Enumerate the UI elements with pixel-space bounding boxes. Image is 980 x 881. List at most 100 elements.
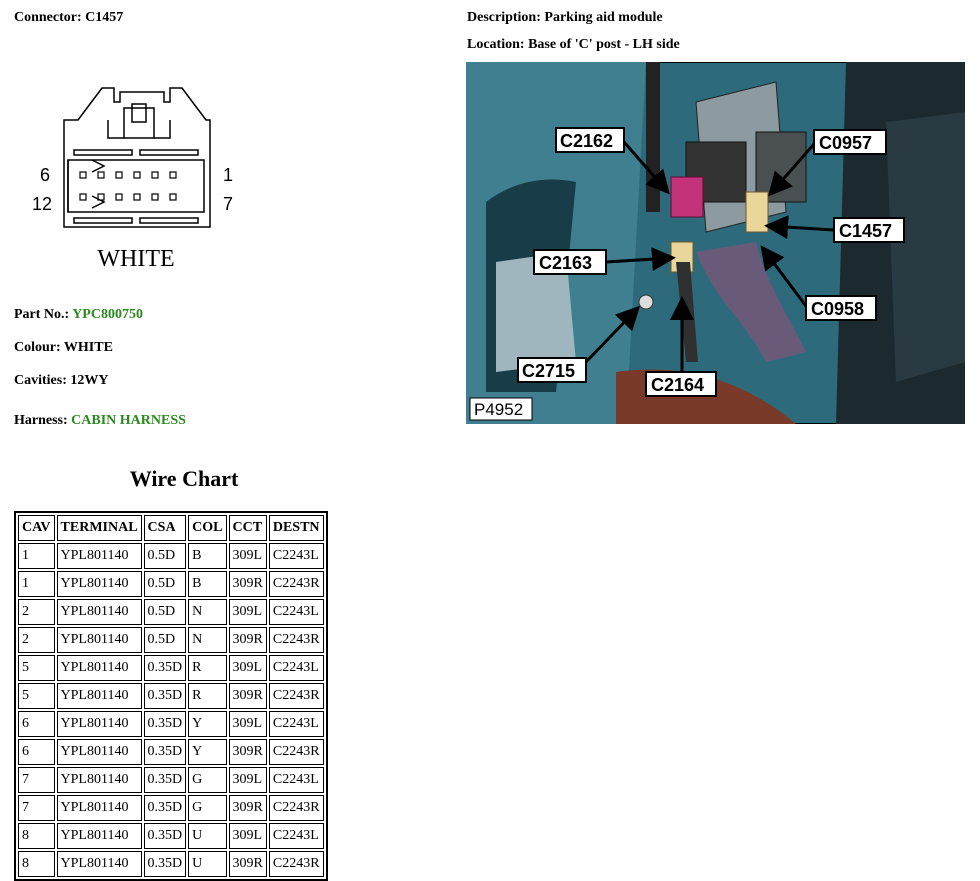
table-cell-terminal: YPL801140 bbox=[56, 627, 142, 653]
pin-number-bottom-right: 7 bbox=[223, 194, 233, 214]
table-cell-cct: 309L bbox=[228, 767, 267, 793]
table-cell-col: B bbox=[188, 543, 227, 569]
table-cell-cct: 309R bbox=[228, 795, 267, 821]
table-cell-terminal: YPL801140 bbox=[56, 683, 142, 709]
connector-id: C1457 bbox=[85, 10, 124, 25]
table-cell-terminal: YPL801140 bbox=[56, 767, 142, 793]
column-header-destn: DESTN bbox=[268, 515, 324, 541]
table-cell-cct: 309L bbox=[228, 711, 267, 737]
table-cell-cav: 5 bbox=[18, 655, 55, 681]
table-cell-terminal: YPL801140 bbox=[56, 795, 142, 821]
location-photo: C2162 C0957 C1457 C2163 C0958 C2715 C216… bbox=[466, 62, 965, 424]
harness-label: Harness: bbox=[14, 413, 68, 428]
table-cell-cct: 309R bbox=[228, 739, 267, 765]
connector-line: Connector: C1457 bbox=[14, 10, 123, 26]
table-cell-csa: 0.35D bbox=[143, 739, 187, 765]
table-cell-cct: 309R bbox=[228, 627, 267, 653]
harness-line: Harness: CABIN HARNESS bbox=[14, 413, 186, 429]
table-cell-terminal: YPL801140 bbox=[56, 599, 142, 625]
table-cell-csa: 0.35D bbox=[143, 851, 187, 877]
table-cell-cav: 7 bbox=[18, 767, 55, 793]
part-number-value: YPC800750 bbox=[72, 307, 143, 322]
cavities-value: 12WY bbox=[70, 373, 109, 388]
colour-label: Colour: bbox=[14, 340, 61, 355]
part-number-line: Part No.: YPC800750 bbox=[14, 307, 143, 323]
table-cell-destn: C2243R bbox=[268, 739, 324, 765]
pin-number-top-right: 1 bbox=[223, 165, 233, 185]
table-cell-cav: 5 bbox=[18, 683, 55, 709]
pin-number-top-left: 6 bbox=[40, 165, 50, 185]
table-cell-destn: C2243L bbox=[268, 711, 324, 737]
table-cell-csa: 0.35D bbox=[143, 711, 187, 737]
callout-c2162: C2162 bbox=[560, 131, 613, 151]
table-cell-terminal: YPL801140 bbox=[56, 851, 142, 877]
colour-line: Colour: WHITE bbox=[14, 340, 113, 356]
connector-label: Connector: bbox=[14, 10, 82, 25]
table-cell-csa: 0.5D bbox=[143, 599, 187, 625]
table-cell-csa: 0.35D bbox=[143, 823, 187, 849]
table-cell-cav: 6 bbox=[18, 739, 55, 765]
table-cell-cav: 6 bbox=[18, 711, 55, 737]
wire-chart-title: Wire Chart bbox=[129, 466, 239, 491]
table-cell-destn: C2243R bbox=[268, 571, 324, 597]
table-cell-col: U bbox=[188, 851, 227, 877]
table-cell-cav: 8 bbox=[18, 823, 55, 849]
colour-value: WHITE bbox=[63, 340, 113, 355]
table-cell-col: Y bbox=[188, 739, 227, 765]
table-cell-destn: C2243L bbox=[268, 543, 324, 569]
part-number-label: Part No.: bbox=[14, 307, 70, 322]
table-cell-csa: 0.35D bbox=[143, 683, 187, 709]
pin-number-bottom-left: 12 bbox=[32, 194, 52, 214]
column-header-csa: CSA bbox=[143, 515, 187, 541]
table-cell-cct: 309L bbox=[228, 655, 267, 681]
table-cell-col: R bbox=[188, 683, 227, 709]
table-cell-col: G bbox=[188, 767, 227, 793]
cavities-line: Cavities: 12WY bbox=[14, 373, 109, 389]
column-header-cct: CCT bbox=[228, 515, 267, 541]
column-header-col: COL bbox=[188, 515, 227, 541]
photo-reference: P4952 bbox=[474, 400, 523, 419]
connector-colour-caption: WHITE bbox=[97, 246, 174, 272]
table-cell-cav: 1 bbox=[18, 543, 55, 569]
table-cell-terminal: YPL801140 bbox=[56, 571, 142, 597]
connector-face-diagram: 6 1 12 7 WHITE bbox=[32, 87, 233, 272]
table-cell-csa: 0.35D bbox=[143, 655, 187, 681]
table-cell-cav: 1 bbox=[18, 571, 55, 597]
description-label: Description: bbox=[467, 10, 541, 25]
description-value: Parking aid module bbox=[544, 10, 663, 25]
table-cell-col: R bbox=[188, 655, 227, 681]
table-cell-cav: 2 bbox=[18, 599, 55, 625]
table-cell-cav: 8 bbox=[18, 851, 55, 877]
table-cell-col: B bbox=[188, 571, 227, 597]
callout-c2163: C2163 bbox=[539, 253, 592, 273]
table-cell-terminal: YPL801140 bbox=[56, 711, 142, 737]
cavities-label: Cavities: bbox=[14, 373, 67, 388]
table-cell-cav: 2 bbox=[18, 627, 55, 653]
table-cell-destn: C2243L bbox=[268, 823, 324, 849]
column-header-cav: CAV bbox=[18, 515, 55, 541]
column-header-terminal: TERMINAL bbox=[56, 515, 142, 541]
callout-c0957: C0957 bbox=[819, 133, 872, 153]
table-cell-terminal: YPL801140 bbox=[56, 739, 142, 765]
table-cell-csa: 0.5D bbox=[143, 627, 187, 653]
table-cell-csa: 0.35D bbox=[143, 795, 187, 821]
location-line: Location: Base of 'C' post - LH side bbox=[467, 37, 680, 53]
table-cell-cct: 309R bbox=[228, 683, 267, 709]
description-line: Description: Parking aid module bbox=[467, 10, 663, 26]
table-cell-col: N bbox=[188, 627, 227, 653]
location-label: Location: bbox=[467, 37, 525, 52]
table-cell-cct: 309L bbox=[228, 543, 267, 569]
table-cell-destn: C2243R bbox=[268, 683, 324, 709]
table-cell-csa: 0.5D bbox=[143, 543, 187, 569]
